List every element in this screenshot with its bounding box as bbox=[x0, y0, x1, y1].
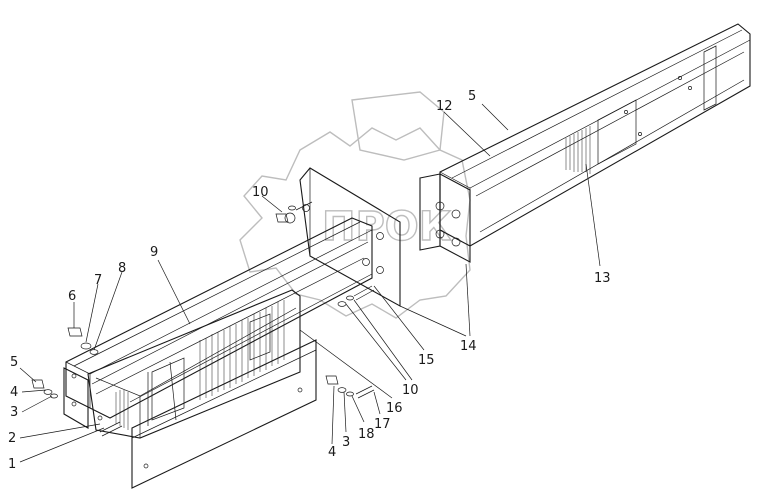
callout-6: 6 bbox=[68, 289, 76, 304]
front-rail bbox=[65, 217, 373, 419]
callout-12: 12 bbox=[436, 99, 453, 114]
center-plate bbox=[284, 167, 401, 307]
joint-plate bbox=[419, 173, 471, 263]
callout-7: 7 bbox=[94, 273, 102, 288]
callout-1: 1 bbox=[8, 457, 16, 472]
callout-3: 3 bbox=[10, 405, 18, 420]
watermark-text: ПРОК bbox=[322, 204, 452, 250]
callout-3-bottom: 3 bbox=[342, 435, 350, 450]
rear-insert-hatch bbox=[565, 126, 591, 174]
fasteners-left bbox=[31, 327, 123, 437]
box-hatching bbox=[115, 300, 285, 430]
callout-5: 5 bbox=[10, 355, 18, 370]
callout-16: 16 bbox=[386, 401, 403, 416]
leader-lines bbox=[19, 103, 601, 463]
callout-13: 13 bbox=[594, 271, 611, 286]
watermark-gear bbox=[239, 127, 471, 319]
callout-2: 2 bbox=[8, 431, 16, 446]
callout-9: 9 bbox=[150, 245, 158, 260]
callout-4: 4 bbox=[10, 385, 18, 400]
lower-plate bbox=[131, 339, 317, 489]
fasteners-bottom bbox=[325, 375, 375, 399]
callout-10-bottom: 10 bbox=[402, 383, 419, 398]
callout-17: 17 bbox=[374, 417, 391, 432]
callout-15: 15 bbox=[418, 353, 435, 368]
callout-8: 8 bbox=[118, 261, 126, 276]
callout-18: 18 bbox=[358, 427, 375, 442]
fasteners-center bbox=[275, 201, 375, 307]
callout-4-bottom: 4 bbox=[328, 445, 336, 460]
rear-rail bbox=[439, 23, 751, 247]
watermark-logo: ПРОК bbox=[239, 91, 471, 319]
callout-5-top: 5 bbox=[468, 89, 476, 104]
watermark-upper-block bbox=[351, 91, 445, 161]
front-box-section bbox=[63, 289, 301, 439]
callouts: 1 2 3 4 5 6 7 8 9 10 12 5 13 14 15 10 16… bbox=[8, 89, 611, 472]
callout-14: 14 bbox=[460, 339, 477, 354]
callout-10-top: 10 bbox=[252, 185, 269, 200]
